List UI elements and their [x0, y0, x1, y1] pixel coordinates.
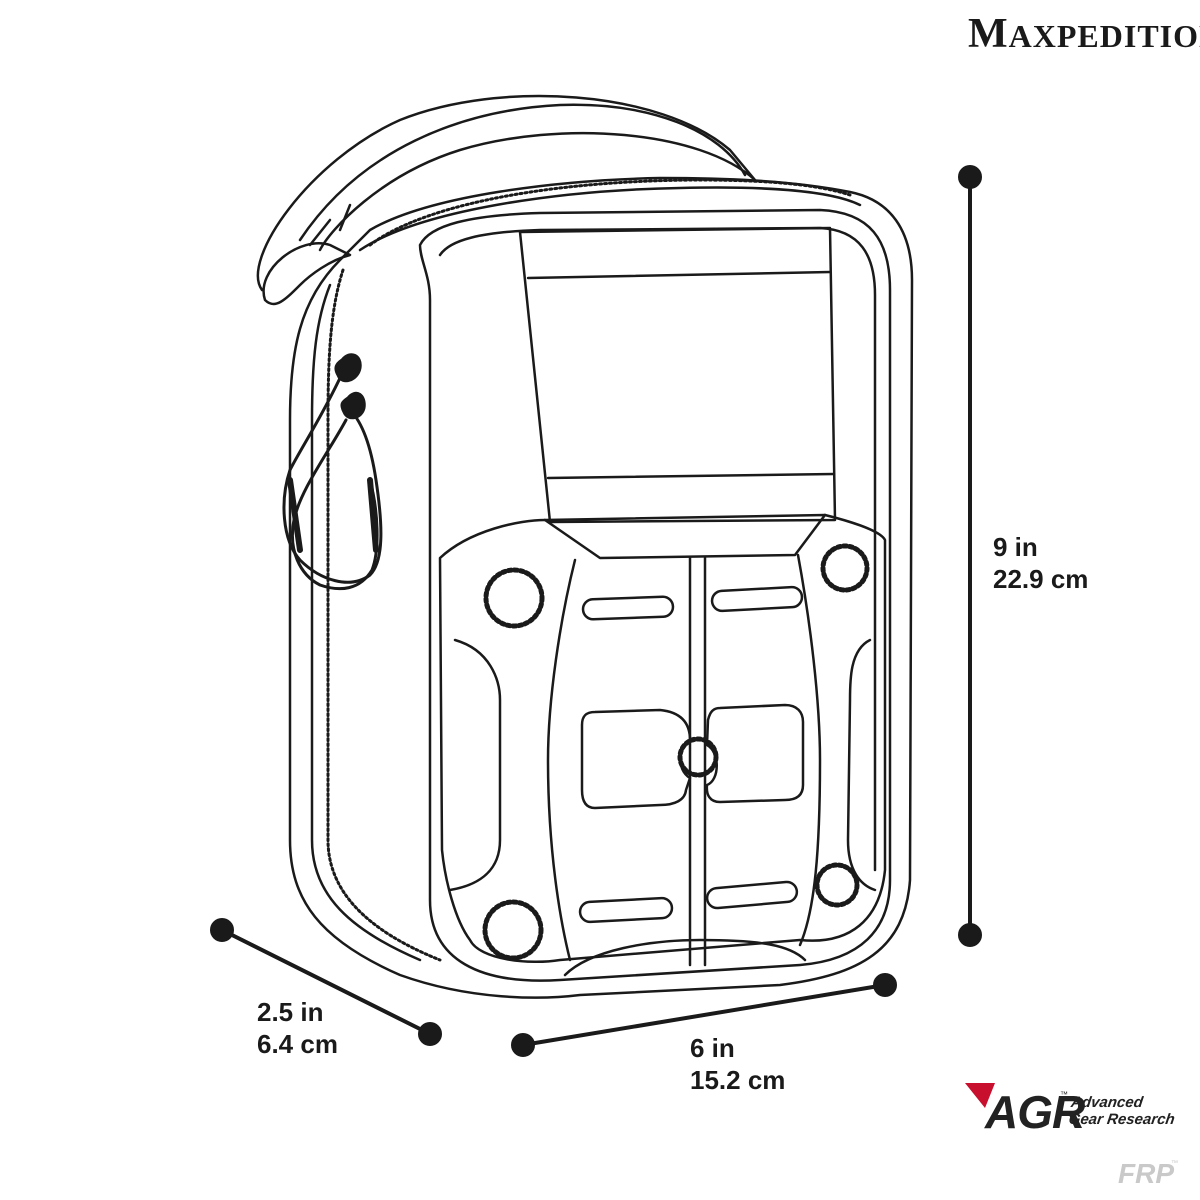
grab-handle — [256, 94, 757, 306]
molle-slots — [578, 585, 805, 924]
lower-panel — [438, 513, 887, 977]
height-label: 9 in 22.9 cm — [993, 531, 1088, 595]
zipper-track — [326, 178, 852, 962]
height-metric: 22.9 cm — [993, 564, 1089, 594]
agr-text: Advanced Gear Research — [1068, 1094, 1179, 1128]
id-window — [518, 226, 837, 524]
agr-chevron-icon — [965, 1083, 995, 1108]
depth-label: 2.5 in 6.4 cm — [257, 996, 338, 1060]
series-name: FRP — [1118, 1158, 1174, 1189]
width-imperial: 6 in — [690, 1033, 735, 1063]
zipper-pulls — [282, 353, 383, 591]
brand-initial: M — [968, 11, 1009, 57]
agr-line2: Gear Research — [1067, 1111, 1176, 1128]
width-dimension-line — [511, 973, 897, 1057]
height-imperial: 9 in — [993, 532, 1038, 562]
series-trademark: ™ — [1171, 1160, 1178, 1167]
height-dimension-line — [958, 165, 982, 947]
agr-line1: Advanced — [1070, 1094, 1145, 1111]
depth-imperial: 2.5 in — [257, 997, 324, 1027]
depth-metric: 6.4 cm — [257, 1029, 338, 1059]
pouch-body — [288, 176, 914, 999]
agr-trademark: ™ — [1060, 1090, 1068, 1099]
width-label: 6 in 15.2 cm — [690, 1032, 785, 1096]
depth-dimension-line — [210, 918, 442, 1046]
agr-mark: AGR — [985, 1086, 1085, 1138]
brand-logo: MAXPEDITION® — [968, 10, 1200, 58]
brand-rest: AXPEDITION — [1008, 18, 1200, 54]
vent-grommets — [482, 543, 870, 961]
width-metric: 15.2 cm — [690, 1065, 786, 1095]
front-panel — [418, 208, 892, 982]
